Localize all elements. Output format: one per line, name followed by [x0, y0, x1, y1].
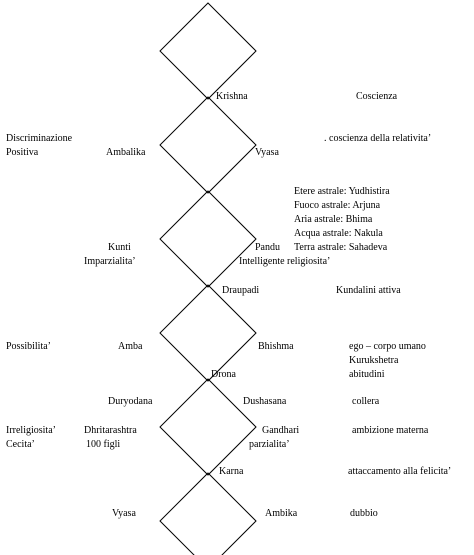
diamond-2	[159, 96, 257, 194]
label-kurukshetra: Kurukshetra	[349, 355, 399, 366]
label-abitudini: abitudini	[349, 369, 385, 380]
label-collera: collera	[352, 396, 380, 407]
label-attaccamento: attaccamento alla felicita’	[348, 466, 452, 477]
label-krishna: Krishna	[216, 91, 248, 102]
label-gandhari: Gandhari	[262, 425, 300, 436]
label-dhritarashtra: Dhritarashtra	[84, 425, 137, 436]
label-aria-astrale: Aria astrale: Bhima	[294, 214, 373, 225]
label-ambalika: Ambalika	[106, 147, 146, 158]
label-duryodana: Duryodana	[108, 396, 153, 407]
label-acqua-astrale: Acqua astrale: Nakula	[294, 228, 383, 239]
label-etere-astrale: Etere astrale: Yudhistira	[294, 186, 390, 197]
label-fuoco-astrale: Fuoco astrale: Arjuna	[294, 200, 381, 211]
label-draupadi: Draupadi	[222, 285, 260, 296]
label-cecita: Cecita’	[6, 439, 35, 450]
label-parzialita: parzialita’	[249, 439, 290, 450]
label-ambika: Ambika	[265, 508, 298, 519]
label-intelligente-religiosita: Intelligente religiosita’	[239, 256, 331, 267]
label-kunti: Kunti	[108, 242, 131, 253]
diamond-3	[159, 190, 257, 288]
diamond-1	[159, 2, 257, 100]
label-coscienza: Coscienza	[356, 91, 398, 102]
diamond-5	[159, 378, 257, 476]
label-terra-astrale: Terra astrale: Sahadeva	[294, 242, 388, 253]
label-dubbio: dubbio	[350, 508, 378, 519]
label-discriminazione: Discriminazione	[6, 133, 73, 144]
label-imparzialita: Imparzialita’	[84, 256, 136, 267]
diamond-4	[159, 284, 257, 382]
label-vyasa-bottom: Vyasa	[112, 508, 136, 519]
label-dushasana: Dushasana	[243, 396, 287, 407]
label-vyasa-top: Vyasa	[255, 147, 279, 158]
label-coscienza-relativita: . coscienza della relativita’	[324, 133, 432, 144]
label-ambizione: ambizione materna	[352, 425, 429, 436]
label-positiva: Positiva	[6, 147, 39, 158]
label-drona: Drona	[211, 369, 236, 380]
label-bhishma: Bhishma	[258, 341, 294, 352]
diamond-6	[159, 472, 257, 555]
label-irreligiosita: Irreligiosita’	[6, 425, 56, 436]
label-possibilita: Possibilita’	[6, 341, 52, 352]
label-amba: Amba	[118, 341, 143, 352]
label-ego: ego – corpo umano	[349, 341, 426, 352]
label-kundalini: Kundalini attiva	[336, 285, 401, 296]
label-cento-figli: 100 figli	[86, 439, 121, 450]
label-karna: Karna	[219, 466, 244, 477]
label-pandu: Pandu	[255, 242, 280, 253]
